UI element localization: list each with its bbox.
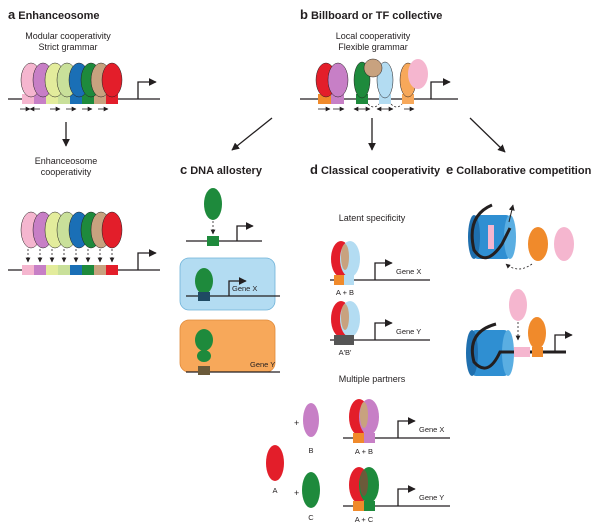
panel-e-letter: e: [446, 162, 453, 177]
gene-x2-label: Gene X: [419, 425, 444, 434]
tss-arrow-icon: [137, 249, 157, 270]
panel-a-lower2: cooperativity: [41, 167, 92, 177]
tf-icon: [195, 329, 213, 351]
site-c: [364, 501, 375, 511]
binding-sites: [22, 94, 118, 104]
gene-y-label: Gene Y: [250, 360, 275, 369]
multiple-partners-label: Multiple partners: [339, 374, 406, 384]
binding-site: [198, 292, 210, 301]
binding-sites-lower: [22, 265, 118, 275]
binding-site: [514, 347, 530, 357]
tf-c-icon: [302, 472, 320, 508]
panel-a-title: Enhanceosome: [18, 10, 99, 22]
panel-a-letter: a: [8, 7, 16, 22]
site-ac-label: A + C: [355, 515, 374, 524]
site-ab-prime: [334, 335, 354, 345]
tf-overlap-icon: [341, 244, 349, 270]
dashed-links: [367, 103, 403, 108]
panel-e-title: Collaborative competition: [456, 165, 591, 177]
dashed-binding-arrows: [25, 249, 115, 263]
panel-a-line2: Strict grammar: [38, 42, 97, 52]
context-box-x: [179, 257, 276, 311]
tss-arrow-icon: [228, 277, 247, 296]
tss-arrow-icon: [236, 222, 254, 241]
plus-sign: +: [294, 418, 299, 428]
gene-x-label: Gene X: [396, 267, 421, 276]
arrow-to-e-icon: [469, 117, 506, 153]
tf-icon: [554, 227, 574, 261]
site-a: [353, 433, 364, 443]
panel-c-letter: c: [180, 162, 187, 177]
tss-arrow-icon: [137, 78, 157, 99]
label-c: C: [308, 513, 314, 522]
site-a: [353, 501, 364, 511]
tf-icon: [195, 268, 213, 294]
tf-icon: [197, 350, 211, 362]
billboard-sites: [318, 94, 414, 104]
enhanceosome-complex: [20, 211, 123, 249]
binding-site: [207, 236, 219, 246]
panel-a-lower1: Enhanceosome: [35, 156, 98, 166]
site-b: [344, 275, 354, 285]
latent-specificity-label: Latent specificity: [339, 213, 406, 223]
dna-wrap: [470, 203, 512, 260]
tf-icon: [528, 317, 546, 349]
tf-overlap-icon: [360, 470, 368, 496]
dashed-arrow-icon: [505, 263, 533, 270]
gene-y2-label: Gene Y: [419, 493, 444, 502]
site-ab-label: A + B: [336, 288, 354, 297]
enhanceosome-tfs: [20, 62, 123, 98]
gene-x-label: Gene X: [232, 284, 257, 293]
tss-arrow-icon: [397, 417, 416, 438]
site-ab2-label: A + B: [355, 447, 373, 456]
gene-y-label: Gene Y: [396, 327, 421, 336]
tf-b-icon: [303, 403, 319, 437]
panel-b-letter: b: [300, 7, 308, 22]
binding-site: [532, 347, 543, 357]
site-b: [364, 433, 375, 443]
tf-overlap-icon: [341, 304, 349, 330]
billboard-tfs: [315, 58, 428, 99]
tf-icon: [509, 289, 527, 321]
panel-d-letter: d: [310, 162, 318, 177]
arrow-to-c-icon: [231, 117, 273, 151]
tss-arrow-icon: [430, 78, 451, 99]
binding-site: [488, 225, 494, 249]
site-ab-prime-label: A'B': [339, 348, 352, 357]
tf-a-icon: [266, 445, 284, 481]
label-b: B: [308, 446, 313, 455]
tf-overlap-icon: [360, 402, 368, 428]
tss-arrow-icon: [374, 259, 393, 280]
panel-b-title: Billboard or TF collective: [311, 10, 442, 22]
panel-d-title: Classical cooperativity: [321, 165, 441, 177]
site-a: [334, 275, 344, 285]
tss-arrow-icon: [508, 204, 515, 223]
tf-icon: [528, 227, 548, 261]
panel-c-title: DNA allostery: [190, 165, 263, 177]
tss-arrow-icon: [374, 319, 393, 340]
panel-a-line1: Modular cooperativity: [25, 31, 111, 41]
binding-site: [198, 366, 210, 375]
plus-sign: +: [294, 488, 299, 498]
tss-arrow-icon: [554, 331, 573, 352]
panel-b-line1: Local cooperativity: [336, 31, 411, 41]
dna-wrap: [470, 322, 566, 370]
label-a: A: [272, 486, 277, 495]
panel-b-line2: Flexible grammar: [338, 42, 408, 52]
tf-icon: [204, 188, 222, 220]
tss-arrow-icon: [397, 485, 416, 506]
